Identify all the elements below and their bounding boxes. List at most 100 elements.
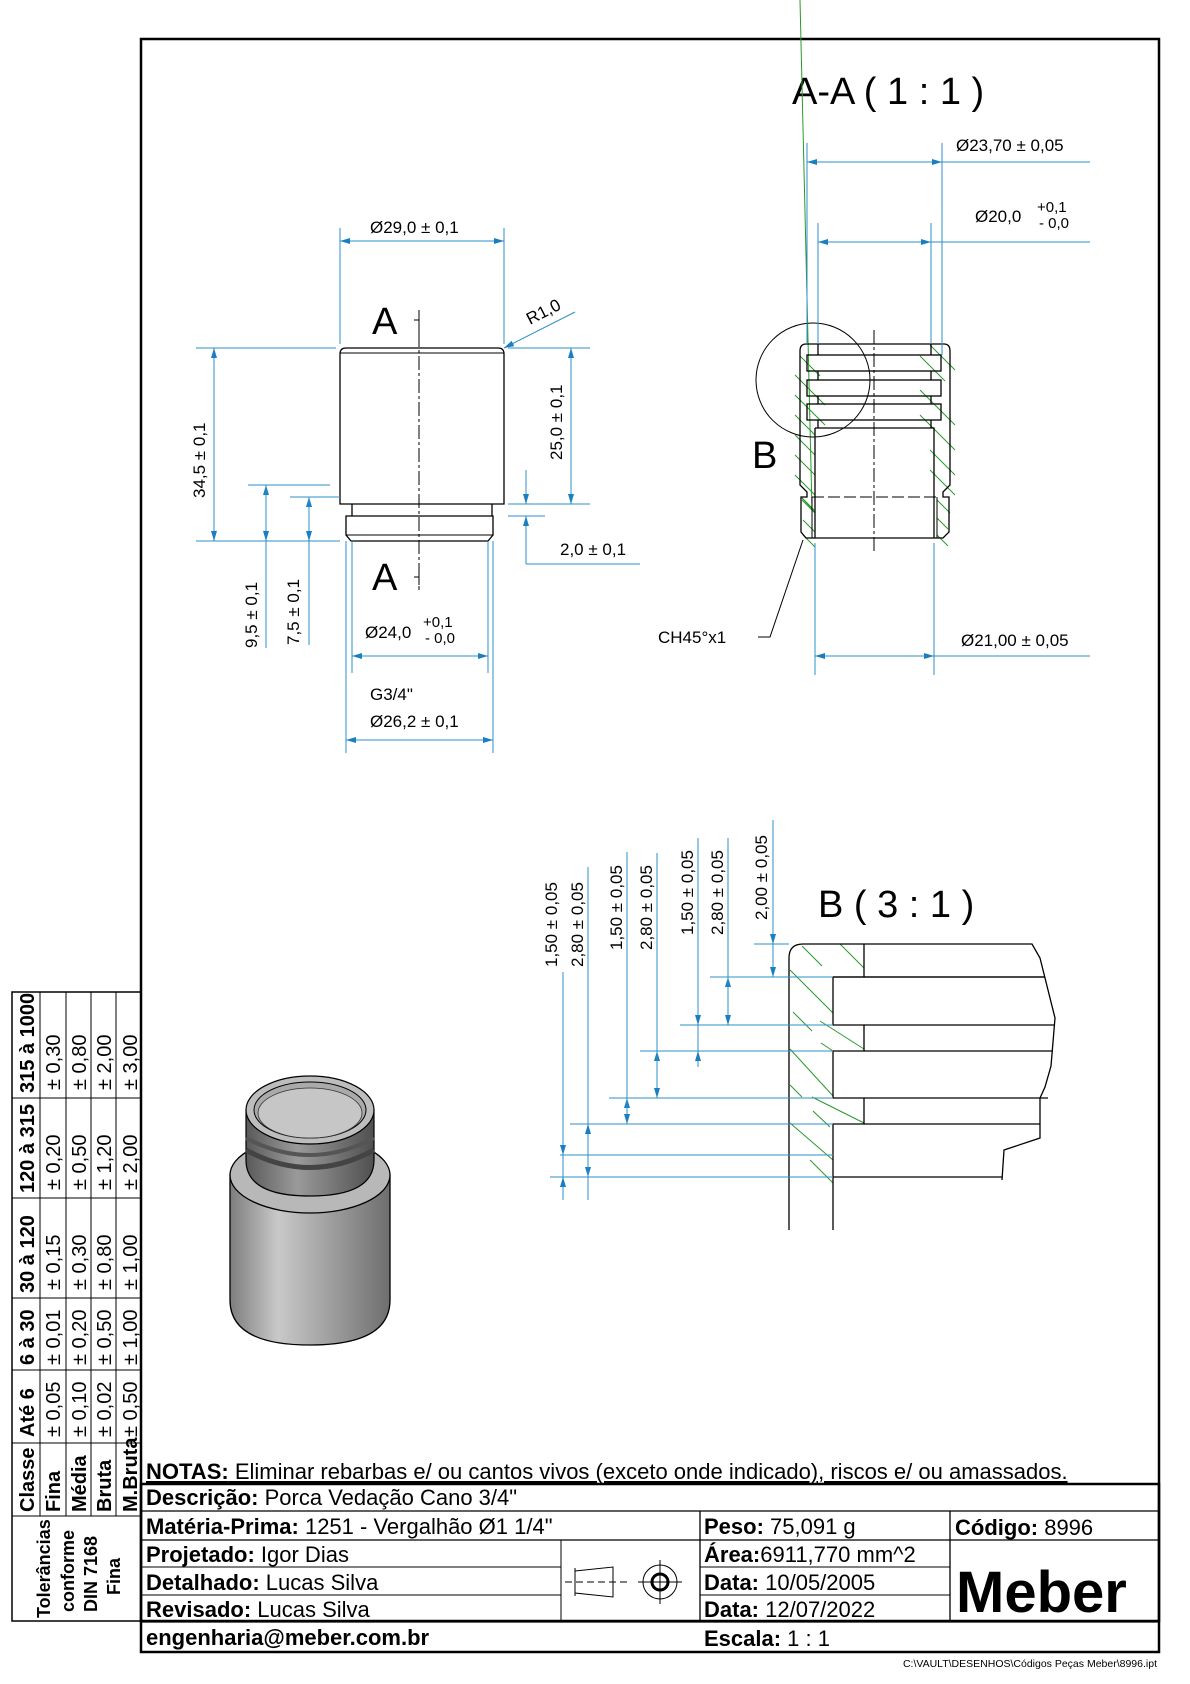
detail-dim-2: 2,80 ± 0,05 [568, 882, 587, 967]
dim-thread-minor-tol-plus: +0,1 [423, 614, 453, 631]
escala-label: Escala: [704, 1626, 781, 1651]
dim-outer-diameter: Ø29,0 ± 0,1 [370, 218, 459, 237]
peso: Peso: 75,091 g [704, 1514, 856, 1539]
escala: Escala: 1 : 1 [704, 1626, 830, 1651]
tol-cell: ± 0,05 [43, 1382, 65, 1437]
tol-cell: ± 0,50 [94, 1310, 116, 1365]
tol-class-bruta: Bruta [94, 1459, 116, 1512]
materia-label: Matéria-Prima: [146, 1514, 299, 1539]
tol-cell: ± 0,50 [69, 1135, 91, 1190]
detail-dim-1: 1,50 ± 0,05 [542, 882, 561, 967]
codigo-value: 8996 [1038, 1515, 1093, 1540]
escala-value: 1 : 1 [781, 1626, 830, 1651]
detail-b-circle [755, 322, 871, 438]
detalhado: Detalhado: Lucas Silva [146, 1570, 379, 1595]
dim-thread-major: Ø26,2 ± 0,1 [370, 712, 459, 731]
data-criacao: Data: 10/05/2005 [704, 1570, 875, 1595]
data2-label: Data: [704, 1597, 759, 1622]
detalhado-value: Lucas Silva [260, 1570, 379, 1595]
drawing-border [139, 37, 1161, 1623]
front-view: A A Ø29,0 ± 0,1 R1,0 34,5 ± 0,1 25,0 ± 0… [190, 218, 640, 753]
section-view-a-a: A-A ( 1 : 1 ) [658, 0, 1090, 675]
data1-label: Data: [704, 1570, 759, 1595]
tol-cell: ± 0,50 [120, 1382, 142, 1437]
tol-class-fina: Fina [43, 1470, 65, 1512]
revisado-value: Lucas Silva [251, 1597, 370, 1622]
revisado: Revisado: Lucas Silva [146, 1597, 371, 1622]
dim-9-5: 9,5 ± 0,1 [242, 582, 261, 648]
codigo-label: Código: [955, 1515, 1038, 1540]
dim-radius: R1,0 [523, 295, 564, 328]
tol-header-class: Classe [17, 1448, 39, 1513]
tol-cell: ± 0,30 [43, 1035, 65, 1090]
tol-caption-line-3: DIN 7168 [81, 1536, 101, 1612]
area: Área:6911,770 mm^2 [704, 1542, 916, 1567]
tol-cell: ± 0,20 [43, 1135, 65, 1190]
isometric-3d-view [229, 1075, 391, 1346]
tol-caption-line-4: Fina [104, 1557, 124, 1595]
tol-cell: ± 2,00 [94, 1035, 116, 1090]
thread-spec: G3/4" [370, 685, 413, 704]
materia-prima: Matéria-Prima: 1251 - Vergalhão Ø1 1/4" [146, 1514, 553, 1539]
descricao-label: Descrição: [146, 1485, 259, 1510]
projetado-value: Igor Dias [255, 1542, 349, 1567]
detail-title: B ( 3 : 1 ) [818, 884, 974, 926]
tol-header-315-1000: 315 à 1000 [17, 993, 39, 1093]
tol-cell: ± 0,02 [94, 1382, 116, 1437]
tol-class-media: Média [69, 1454, 91, 1512]
tolerance-table: Classe Até 6 6 à 30 30 à 120 120 à 315 3… [11, 991, 142, 1622]
chamfer-callout: CH45°x1 [658, 628, 726, 647]
descricao: Descrição: Porca Vedação Cano 3/4" [146, 1485, 517, 1510]
tol-header-6-30: 6 à 30 [17, 1309, 39, 1365]
dim-groove: 2,0 ± 0,1 [560, 540, 626, 559]
tol-cell: ± 1,00 [120, 1310, 142, 1365]
data-revisao: Data: 12/07/2022 [704, 1597, 875, 1622]
dim-thread-minor: Ø24,0 [365, 623, 411, 642]
peso-label: Peso: [704, 1514, 764, 1539]
projetado: Projetado: Igor Dias [146, 1542, 349, 1567]
tol-cell: ± 0,10 [69, 1382, 91, 1437]
detail-dim-3: 1,50 ± 0,05 [607, 865, 626, 950]
tol-cell: ± 3,00 [120, 1035, 142, 1090]
section-title: A-A ( 1 : 1 ) [792, 71, 984, 113]
detail-view-b: B ( 3 : 1 ) [542, 820, 1056, 1230]
tol-cell: ± 0,20 [69, 1310, 91, 1365]
area-label: Área: [704, 1542, 760, 1567]
tol-cell: ± 1,00 [120, 1235, 142, 1290]
tol-header-30-120: 30 à 120 [17, 1215, 39, 1293]
dim-thread-minor-tol-minus: - 0,0 [425, 630, 455, 647]
tol-header-120-315: 120 à 315 [17, 1104, 39, 1193]
tol-cell: ± 0,30 [69, 1235, 91, 1290]
section-marker-top: A [372, 301, 398, 343]
tol-cell: ± 2,00 [120, 1135, 142, 1190]
tol-caption-line-1: Tolerâncias [34, 1519, 54, 1618]
file-path: C:\VAULT\DESENHOS\Códigos Peças Meber\89… [903, 1658, 1157, 1670]
notes-text: Eliminar rebarbas e/ ou cantos vivos (ex… [229, 1459, 1068, 1484]
materia-value: 1251 - Vergalhão Ø1 1/4" [299, 1514, 553, 1539]
area-value: 6911,770 mm^2 [760, 1542, 915, 1567]
dim-body-height: 25,0 ± 0,1 [547, 385, 566, 461]
detail-dim-5: 1,50 ± 0,05 [678, 850, 697, 935]
detalhado-label: Detalhado: [146, 1570, 260, 1595]
tol-cell: ± 0,80 [69, 1035, 91, 1090]
email: engenharia@meber.com.br [146, 1625, 430, 1650]
dim-inner-lower: Ø21,00 ± 0,05 [961, 631, 1069, 650]
codigo: Código: 8996 [955, 1515, 1093, 1540]
dim-bore-tol-minus: - 0,0 [1039, 215, 1069, 232]
detail-dim-4: 2,80 ± 0,05 [637, 865, 656, 950]
detail-marker: B [752, 435, 777, 477]
data1-value: 10/05/2005 [759, 1570, 875, 1595]
dim-bore-tol-plus: +0,1 [1037, 199, 1067, 216]
dim-total-height: 34,5 ± 0,1 [190, 423, 209, 499]
title-block: NOTAS: Eliminar rebarbas e/ ou cantos vi… [139, 1459, 1161, 1670]
section-marker-bottom: A [372, 557, 398, 599]
descricao-value: Porca Vedação Cano 3/4" [259, 1485, 518, 1510]
tol-cell: ± 0,15 [43, 1235, 65, 1290]
tol-header-ate6: Até 6 [17, 1388, 39, 1437]
notes-label: NOTAS: [146, 1459, 229, 1484]
dim-7-5: 7,5 ± 0,1 [284, 579, 303, 645]
notes: NOTAS: Eliminar rebarbas e/ ou cantos vi… [146, 1459, 1068, 1484]
detail-dim-6: 2,80 ± 0,05 [708, 850, 727, 935]
dim-groove-diameter: Ø23,70 ± 0,05 [956, 136, 1064, 155]
